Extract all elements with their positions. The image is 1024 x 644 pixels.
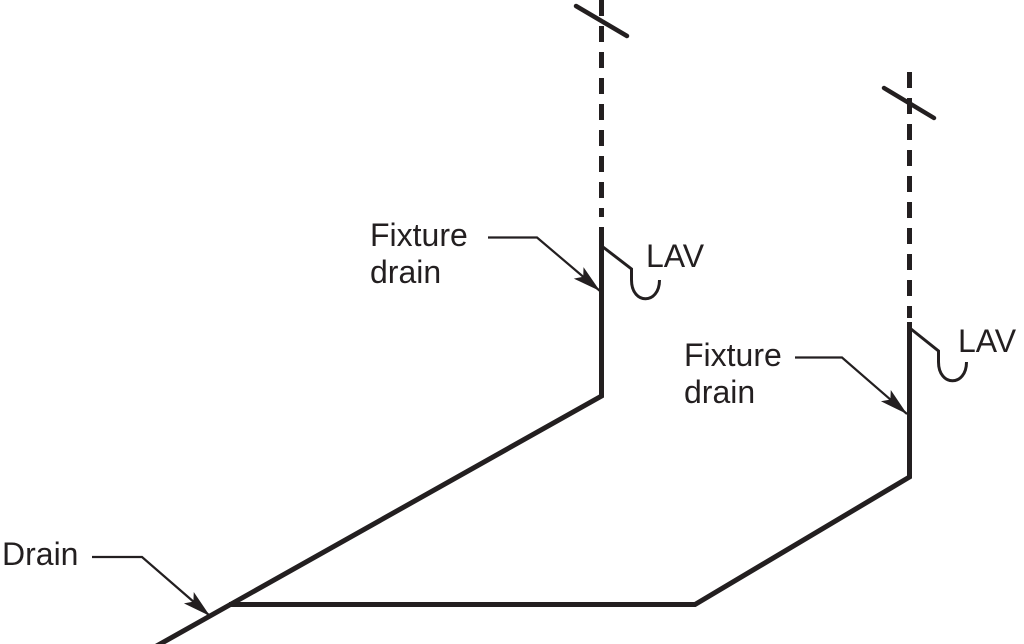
drain-leader-arrow bbox=[92, 555, 211, 617]
fixture-drain-2-label-line2: drain bbox=[684, 374, 755, 410]
fixture-drain-2-leader-arrow bbox=[795, 356, 908, 415]
fixture-drain-2-label-line1: Fixture bbox=[684, 337, 782, 373]
fixture-drain-1-leader-arrow bbox=[488, 236, 601, 292]
fixture-drain-1-label-line1: Fixture bbox=[370, 217, 468, 253]
pipe-break-2-icon bbox=[881, 85, 937, 121]
p-trap-1-icon bbox=[602, 245, 661, 301]
p-trap-2-icon bbox=[910, 327, 968, 383]
lav-1-label: LAV bbox=[646, 238, 705, 274]
branch-drain-and-fixture-drain-2-line bbox=[229, 322, 912, 607]
lav-2-label: LAV bbox=[958, 323, 1017, 359]
pipe-break-1-icon bbox=[573, 3, 630, 39]
fixture-drain-1-label-line2: drain bbox=[370, 254, 441, 290]
fixture-drain-1-and-main-drain-line bbox=[155, 227, 604, 644]
drain-label: Drain bbox=[2, 536, 78, 572]
